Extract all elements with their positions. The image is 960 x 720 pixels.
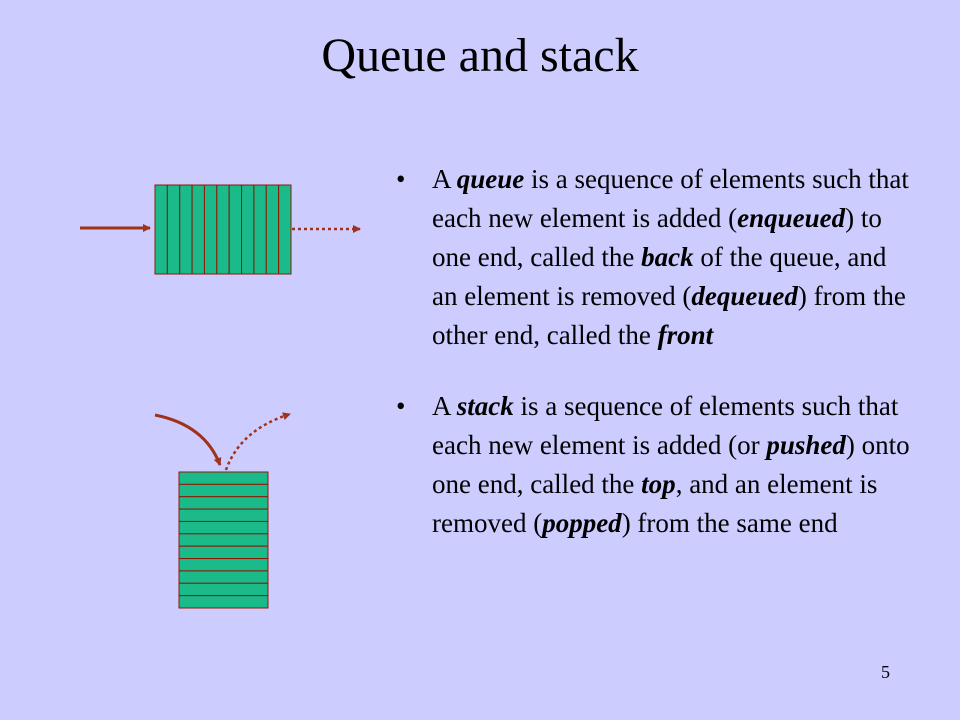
- queue-cells: [154, 184, 292, 275]
- term-back: back: [641, 242, 694, 272]
- term-stack: stack: [456, 391, 514, 421]
- bullet-dot: •: [396, 164, 406, 194]
- bullet-list: • A queue is a sequence of elements such…: [396, 160, 916, 575]
- term-enqueued: enqueued: [737, 203, 846, 233]
- bullet-queue: • A queue is a sequence of elements such…: [396, 160, 916, 355]
- page-number: 5: [881, 662, 890, 682]
- term-top: top: [641, 469, 676, 499]
- term-dequeued: dequeued: [691, 281, 798, 311]
- stack-push-arrow: [154, 413, 222, 466]
- stack-cell: [178, 595, 269, 609]
- stack-cell: [178, 483, 269, 498]
- queue-text: A queue is a sequence of elements such t…: [432, 164, 909, 350]
- stack-cell: [178, 508, 269, 522]
- term-popped: popped: [542, 508, 622, 538]
- queue-cell: [179, 184, 193, 275]
- queue-cell: [216, 184, 230, 275]
- queue-cell: [278, 184, 292, 275]
- bullet-stack: • A stack is a sequence of elements such…: [396, 387, 916, 543]
- stack-cell: [178, 496, 269, 510]
- bullet-dot: •: [396, 391, 406, 421]
- queue-cell: [253, 184, 267, 275]
- stack-cell: [178, 533, 269, 547]
- stack-pop-arrow: [224, 412, 291, 471]
- term-front: front: [657, 320, 714, 350]
- queue-cell: [166, 184, 181, 275]
- stack-cell: [178, 582, 269, 597]
- term-pushed: pushed: [766, 430, 846, 460]
- queue-cell: [228, 184, 243, 275]
- stack-cell: [178, 520, 269, 535]
- queue-cell: [241, 184, 255, 275]
- stack-cell: [178, 471, 269, 485]
- stack-text: A stack is a sequence of elements such t…: [432, 391, 910, 538]
- term-queue: queue: [456, 164, 525, 194]
- queue-cell: [191, 184, 205, 275]
- stack-cell: [178, 558, 269, 572]
- stack-cell: [178, 570, 269, 584]
- stack-cell: [178, 545, 269, 560]
- stack-cells: [178, 471, 269, 609]
- queue-cell: [203, 184, 218, 275]
- queue-cell: [154, 184, 168, 275]
- slide-title: Queue and stack: [321, 29, 639, 82]
- queue-cell: [265, 184, 280, 275]
